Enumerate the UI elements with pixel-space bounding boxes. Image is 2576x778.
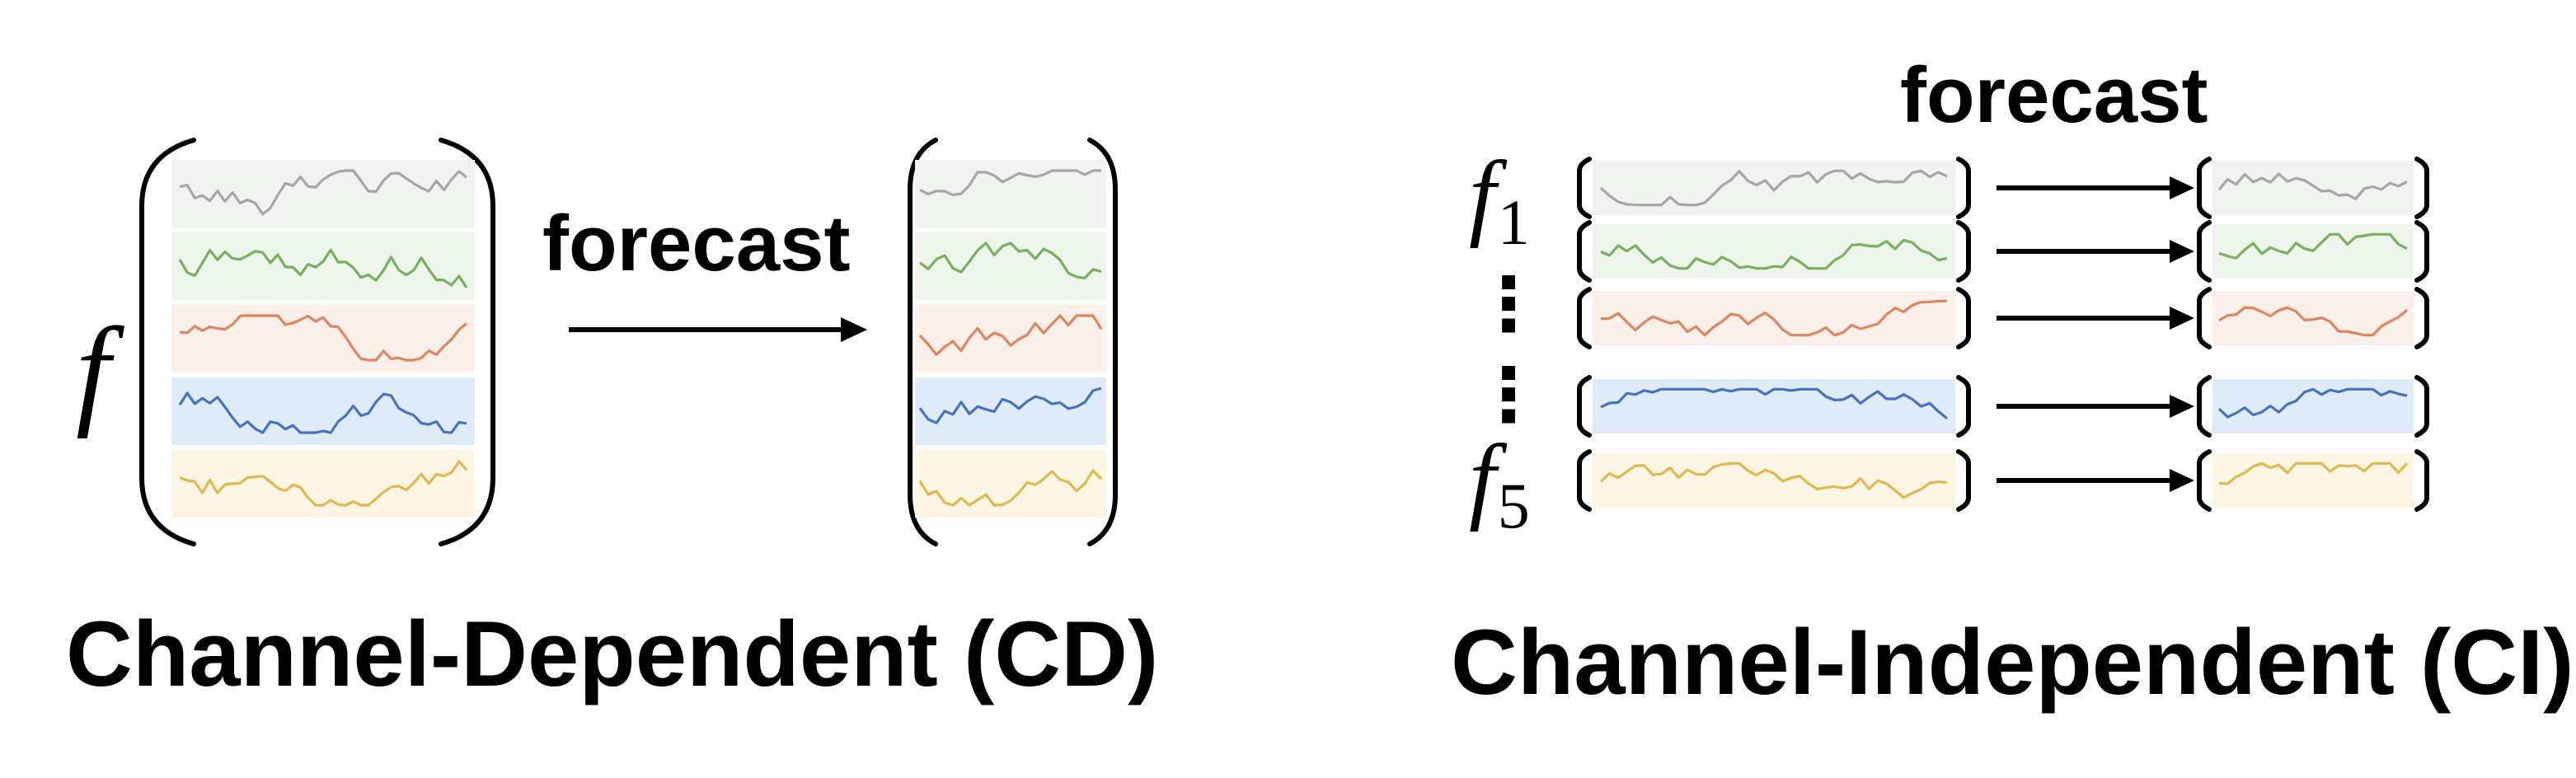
- cd-output-left-bracket: [908, 138, 938, 546]
- cd-input-left-bracket: [139, 138, 196, 546]
- ci-forecast-arrowhead-orange: [2170, 307, 2194, 330]
- ci-input-left-bracket-yellow: [1577, 449, 1592, 512]
- ci-input-band-blue: [1593, 379, 1955, 434]
- cd-output-band-yellow: [915, 450, 1106, 518]
- ci-output-left-bracket-green: [2197, 220, 2212, 283]
- ci-ellipsis-1: ⋮: [1471, 264, 1546, 346]
- ci-input-series-blue: [1600, 387, 1948, 419]
- cd-input-series-green: [178, 248, 468, 288]
- ci-input-series-orange: [1600, 299, 1947, 337]
- ci-input-left-bracket-blue: [1577, 375, 1592, 438]
- ci-input-band-green: [1593, 224, 1955, 279]
- cd-output-series-green: [919, 241, 1102, 279]
- ci-forecast-arrowhead-blue: [2170, 395, 2194, 418]
- ci-output-series-green: [2218, 232, 2408, 260]
- ci-row-orange: [1577, 287, 2429, 349]
- ci-output-left-bracket-gray: [2197, 157, 2212, 219]
- ci-output-right-bracket-gray: [2414, 157, 2429, 219]
- cd-input-series-group: [171, 160, 475, 518]
- ci-input-left-bracket-green: [1577, 220, 1592, 283]
- cd-input-band-gray: [171, 160, 475, 227]
- cd-input-right-bracket: [439, 138, 495, 546]
- ci-function-label-1-sub: 1: [1498, 186, 1530, 258]
- ci-row-yellow: [1577, 449, 2429, 512]
- ci-panel: forecast f1 ⋮ ⋮ f5 Channel-Independent (…: [1451, 51, 2574, 714]
- ci-function-label-1: f1: [1469, 141, 1530, 258]
- ci-output-series-blue: [2217, 387, 2408, 419]
- ci-output-right-bracket-yellow: [2414, 449, 2429, 512]
- ci-input-band-gray: [1593, 161, 1955, 215]
- ci-row-blue: [1577, 375, 2429, 438]
- ci-ellipsis-2: ⋮: [1471, 354, 1546, 437]
- ci-output-band-blue: [2212, 379, 2414, 434]
- ci-input-right-bracket-blue: [1956, 375, 1971, 438]
- cd-panel: f forecast Channel-Dependent (CD): [66, 138, 1158, 705]
- ci-forecast-arrowhead-yellow: [2170, 469, 2194, 492]
- cd-output-right-bracket: [1087, 138, 1118, 546]
- ci-input-series-green: [1600, 238, 1948, 270]
- cd-forecast-arrowhead: [841, 317, 867, 342]
- ci-output-band-yellow: [2212, 453, 2414, 508]
- ci-output-left-bracket-blue: [2197, 375, 2212, 438]
- ci-output-band-orange: [2212, 291, 2414, 345]
- ci-output-series-orange: [2218, 306, 2409, 337]
- ci-forecast-label: forecast: [1900, 51, 2208, 139]
- ci-forecast-arrowhead-gray: [2170, 176, 2194, 199]
- ci-output-right-bracket-green: [2414, 220, 2429, 283]
- cd-input-series-yellow: [179, 460, 468, 507]
- ci-input-left-bracket-gray: [1577, 157, 1592, 219]
- cd-title: Channel-Dependent (CD): [66, 602, 1158, 705]
- ci-forecast-arrowhead-green: [2170, 240, 2194, 263]
- ci-output-right-bracket-blue: [2414, 375, 2429, 438]
- cd-output-series-gray: [919, 169, 1101, 197]
- ci-rows-group: [1577, 157, 2429, 512]
- ci-input-series-yellow: [1599, 462, 1948, 499]
- cd-input-series-blue: [178, 391, 467, 434]
- ci-function-label-5: f5: [1469, 424, 1530, 541]
- ci-input-left-bracket-orange: [1577, 287, 1592, 349]
- ci-output-series-yellow: [2218, 462, 2409, 485]
- ci-row-green: [1577, 220, 2429, 283]
- cd-forecast-label: forecast: [542, 199, 851, 288]
- cd-function-label: f: [76, 302, 124, 439]
- ci-output-left-bracket-yellow: [2197, 449, 2212, 512]
- cd-output-series-orange: [918, 314, 1103, 356]
- ci-function-label-5-sub: 5: [1498, 470, 1530, 541]
- ci-input-right-bracket-orange: [1956, 287, 1971, 349]
- ci-title: Channel-Independent (CI): [1451, 611, 2574, 714]
- ci-input-series-gray: [1599, 169, 1948, 207]
- cd-input-band-blue: [171, 377, 475, 445]
- cd-input-band-green: [171, 232, 475, 300]
- ci-input-band-yellow: [1593, 453, 1955, 508]
- ci-output-left-bracket-orange: [2197, 287, 2212, 349]
- cd-input-series-orange: [179, 314, 468, 362]
- cd-input-band-orange: [171, 305, 475, 373]
- cd-output-series-blue: [918, 387, 1102, 424]
- ci-input-right-bracket-green: [1956, 220, 1971, 283]
- ci-input-right-bracket-yellow: [1956, 449, 1971, 512]
- ci-output-right-bracket-orange: [2414, 287, 2429, 349]
- ci-row-gray: [1577, 157, 2429, 219]
- ci-output-series-gray: [2217, 172, 2408, 200]
- cd-input-series-gray: [179, 169, 467, 216]
- cd-output-series-group: [915, 160, 1106, 518]
- ci-input-right-bracket-gray: [1956, 157, 1971, 219]
- cd-output-series-yellow: [918, 469, 1103, 507]
